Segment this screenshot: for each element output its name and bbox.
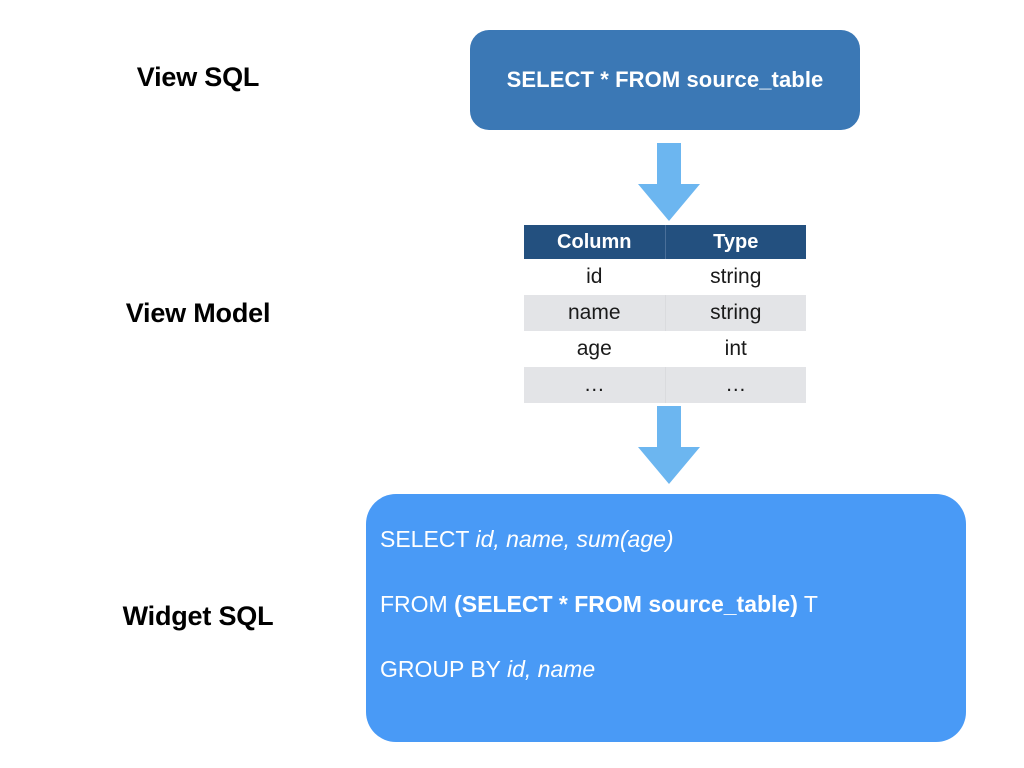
table-row: … …: [524, 367, 806, 403]
table-cell-type: string: [665, 259, 806, 295]
table-cell-type: int: [665, 331, 806, 367]
widget-sql-line-1: SELECT id, name, sum(age): [380, 528, 966, 551]
table-row: name string: [524, 295, 806, 331]
table-cell-type: string: [664, 295, 806, 331]
table-cell-column: id: [524, 259, 665, 295]
table-header-row: Column Type: [524, 225, 806, 259]
widget-sql-line-2: FROM (SELECT * FROM source_table) T: [380, 593, 966, 616]
down-arrow-icon-2: [638, 406, 700, 484]
widget-sql-box: SELECT id, name, sum(age) FROM (SELECT *…: [366, 494, 966, 742]
sql-identifiers-group-by: id, name: [506, 656, 596, 682]
table-header-column: Column: [524, 225, 665, 259]
down-arrow-icon-1: [638, 143, 700, 221]
table-cell-column: …: [524, 367, 665, 403]
sql-identifiers-select-list: id, name, sum(age): [475, 526, 674, 552]
row-label-widget-sql: Widget SQL: [122, 601, 274, 631]
table-row: id string: [524, 259, 806, 295]
table-body: id string name string age int … …: [524, 259, 806, 403]
table-cell-column: name: [524, 295, 665, 331]
table-cell-column: age: [524, 331, 665, 367]
sql-alias: T: [797, 591, 818, 617]
view-model-table: Column Type id string name string age in…: [524, 225, 806, 403]
sql-keyword-group-by: GROUP BY: [380, 656, 507, 682]
view-sql-box: SELECT * FROM source_table: [470, 30, 860, 130]
sql-keyword-select: SELECT: [380, 526, 476, 552]
table-cell-type: …: [664, 367, 806, 403]
table-row: age int: [524, 331, 806, 367]
widget-sql-line-3: GROUP BY id, name: [380, 658, 966, 681]
view-sql-statement: SELECT * FROM source_table: [506, 67, 824, 92]
sql-subquery: (SELECT * FROM source_table): [454, 591, 798, 617]
row-label-view-sql: View SQL: [136, 62, 260, 92]
table-header-type: Type: [664, 225, 806, 259]
sql-keyword-from: FROM: [380, 591, 455, 617]
row-label-view-model: View Model: [125, 298, 271, 328]
